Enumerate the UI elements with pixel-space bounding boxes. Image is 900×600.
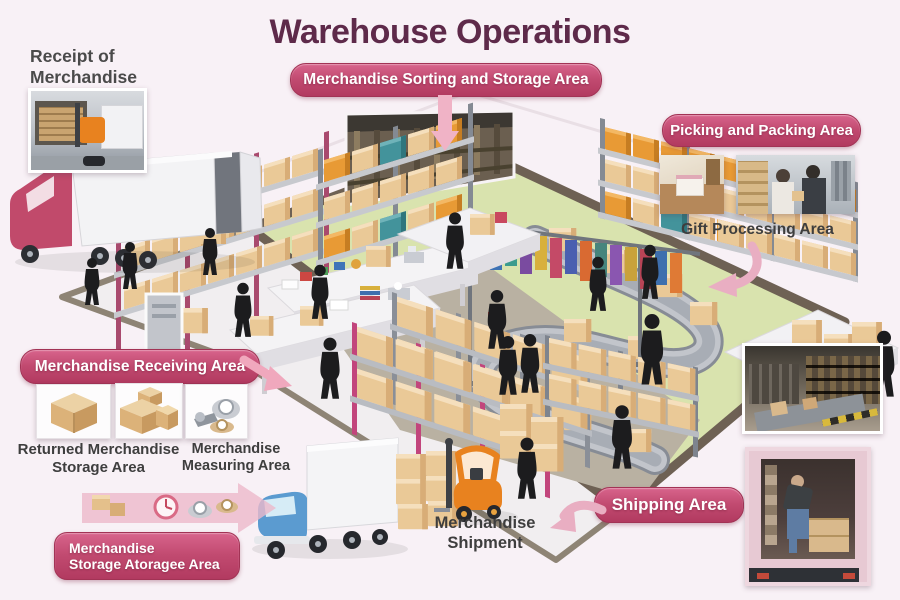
packing-workers-photo: [736, 155, 855, 214]
receipt-label: Receipt of Merchandise: [30, 46, 137, 87]
storage-area-banner: Merchandise Storage Atoragee Area: [54, 532, 240, 580]
gift-processing-caption: Gift Processing Area: [681, 221, 834, 238]
page-title: Warehouse Operations: [269, 13, 631, 51]
gift-processing-arrow: [708, 241, 762, 297]
shipping-arrow: [550, 500, 607, 532]
returned-boxes-tile: [115, 383, 183, 439]
receipt-photo: [28, 88, 147, 173]
sorting-area-banner: Merchandise Sorting and Storage Area: [290, 63, 602, 97]
storage-banner-line1: Merchandise: [69, 539, 155, 556]
storage-flow-arrow: [82, 483, 276, 533]
picking-area-banner: Picking and Packing Area: [662, 114, 861, 147]
receiving-arrow: [239, 355, 292, 391]
receiving-area-banner: Merchandise Receiving Area: [20, 349, 260, 384]
measuring-tools-tile: [185, 384, 248, 439]
shipping-warehouse-photo: [742, 343, 883, 434]
shipment-truck: [252, 437, 408, 559]
measuring-caption: Merchandise Measuring Area: [181, 441, 291, 475]
returned-storage-caption: Returned Merchandise Storage Area: [17, 441, 180, 476]
workers: [84, 212, 895, 499]
sorting-down-arrow: [431, 95, 459, 153]
truck-loading-photo: [745, 447, 871, 586]
shipping-area-banner: Shipping Area: [594, 487, 744, 523]
shipment-caption: Merchandise Shipment: [434, 514, 536, 552]
returned-box-tile: [36, 384, 111, 439]
receiving-truck: [10, 151, 263, 273]
forklift: [396, 438, 518, 530]
storage-banner-line2: Storage Atoragee Area: [69, 556, 220, 572]
gift-box-photo: [660, 155, 724, 214]
